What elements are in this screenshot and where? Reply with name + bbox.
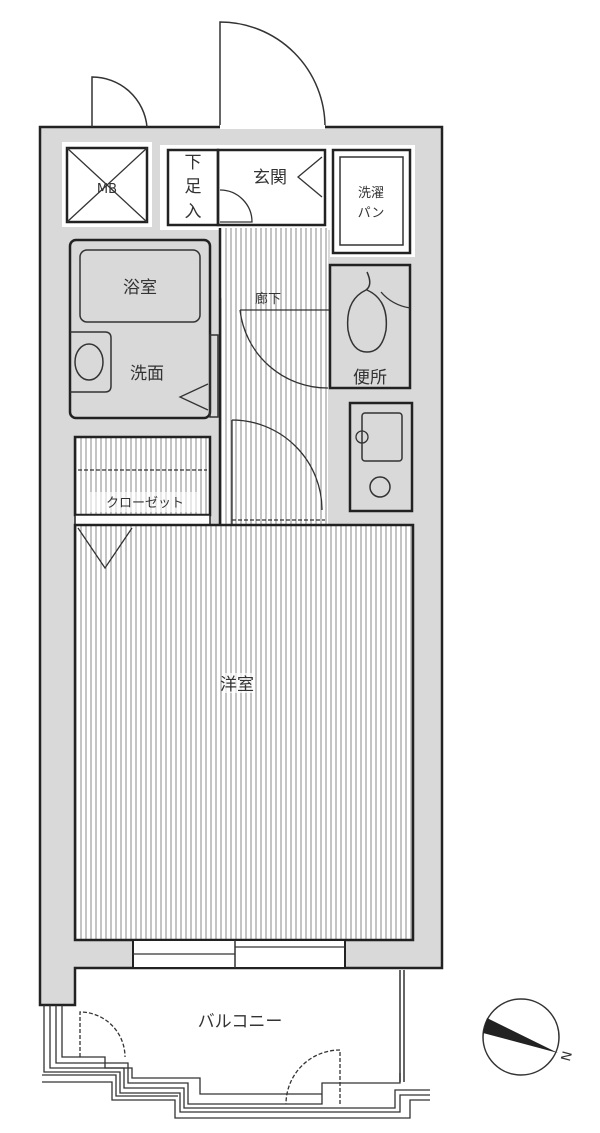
entrance: 玄関 (216, 148, 327, 227)
laundry-pan: 洗濯 パン (331, 148, 412, 255)
bathroom: 浴室 洗面 (68, 238, 219, 420)
sink-icon (361, 412, 403, 462)
compass-north-label: N (559, 1050, 576, 1063)
meter-box-door[interactable] (91, 76, 148, 128)
washbasin-icon (74, 343, 104, 381)
hallway: 廊下 (218, 228, 330, 526)
hallway-label: 廊下 (255, 291, 281, 307)
balcony-emergency-hatch[interactable] (285, 1049, 341, 1105)
laundry-pan-label-2: パン (358, 206, 385, 221)
room-door[interactable] (231, 419, 323, 525)
balcony-label: バルコニー (198, 1012, 283, 1032)
balcony-partition-door[interactable] (79, 1011, 126, 1058)
western-room-label: 洋室 (220, 675, 254, 695)
kitchen (348, 401, 414, 513)
bathroom-label: 浴室 (123, 278, 157, 298)
shoe-cabinet-door (296, 156, 323, 198)
meter-box: MB (65, 76, 149, 224)
balcony: バルコニー (42, 970, 430, 1119)
toilet-icon (346, 271, 388, 353)
meter-box-label: MB (97, 182, 117, 197)
shoe-box: 下 足 入 (166, 148, 220, 227)
washroom-label: 洗面 (130, 364, 164, 384)
closet: クローゼット (73, 435, 212, 526)
toilet: 便所 (328, 263, 412, 390)
compass: N (482, 998, 576, 1076)
toilet-door[interactable] (239, 309, 330, 389)
wash-cabinet-door (178, 383, 209, 411)
shoe-box-door[interactable] (219, 189, 253, 223)
shoe-box-label-3: 入 (185, 202, 202, 222)
entrance-door[interactable] (219, 21, 326, 128)
entrance-label: 玄関 (253, 168, 287, 188)
laundry-pan-label-1: 洗濯 (358, 186, 384, 201)
shoe-box-label-2: 足 (185, 177, 202, 197)
western-room: 洋室 (73, 519, 415, 942)
washbasin-counter (70, 331, 112, 393)
closet-door[interactable] (77, 527, 133, 570)
toilet-label: 便所 (353, 368, 387, 388)
north-arrow-icon (483, 1018, 558, 1053)
stove-icon (369, 476, 391, 498)
balcony-window[interactable] (132, 939, 346, 969)
closet-label: クローゼット (106, 496, 184, 511)
shoe-box-label-1: 下 (185, 153, 202, 173)
